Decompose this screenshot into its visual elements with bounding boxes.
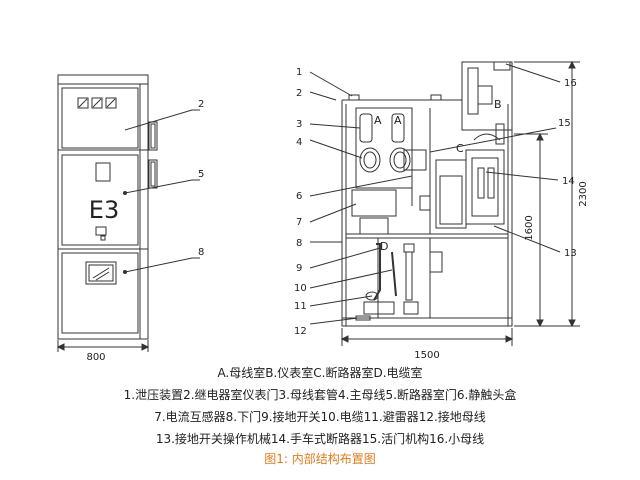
- front-leader-lines: [124, 109, 200, 273]
- front-width-label: 800: [86, 352, 105, 363]
- front-view-cabinet: [57, 74, 149, 340]
- chamber-label-c: C: [456, 142, 464, 155]
- front-callout-8: 8: [198, 247, 204, 258]
- side-callout-15: 15: [558, 118, 571, 129]
- side-callout-10: 10: [294, 283, 307, 294]
- side-callout-14: 14: [562, 176, 575, 187]
- lower-door-window: [85, 261, 127, 285]
- height-2300-label: 2300: [578, 181, 589, 206]
- side-callout-2: 2: [296, 88, 302, 99]
- door-hinges: [148, 121, 158, 189]
- legend-line-1: A.母线室B.仪表室C.断路器室D.电缆室: [217, 366, 423, 380]
- figure-title: 图1: 内部结构布置图: [264, 452, 376, 466]
- side-left-leaders: [309, 71, 413, 325]
- meter-icons: [77, 97, 117, 109]
- legend-line-4: 13.接地开关操作机械14.手车式断路器15.活门机构16.小母线: [155, 432, 485, 446]
- legend-line-3: 7.电流互感器8.下门9.接地开关10.电缆11.避雷器12.接地母线: [154, 410, 486, 424]
- busbar-chamber: [351, 107, 427, 217]
- side-callout-4: 4: [296, 137, 302, 148]
- side-callout-13: 13: [564, 248, 577, 259]
- chamber-label-a-right: A: [394, 114, 402, 127]
- front-width-dimension: [56, 340, 150, 352]
- dimension-1500: [340, 328, 514, 346]
- cable-chamber: [355, 217, 443, 321]
- compartment-label-e3: E3: [89, 196, 119, 224]
- chamber-label-b: B: [494, 98, 502, 111]
- dimension-1600: [514, 132, 548, 328]
- side-callout-7: 7: [296, 217, 302, 228]
- front-callout-2: 2: [198, 99, 204, 110]
- legend-line-2: 1.泄压装置2.继电器室仪表门3.母线套管4.主母线5.断路器室门6.静触头盒: [123, 388, 517, 402]
- dimension-2300: [514, 60, 580, 328]
- side-callout-8: 8: [296, 238, 302, 249]
- chamber-label-d: D: [380, 240, 388, 253]
- chamber-label-a-left: A: [374, 114, 382, 127]
- front-callout-5: 5: [198, 169, 204, 180]
- side-view-cabinet: [341, 61, 513, 327]
- side-callout-12: 12: [294, 326, 307, 337]
- side-callout-6: 6: [296, 191, 302, 202]
- side-callout-11: 11: [294, 301, 307, 312]
- side-callout-1: 1: [296, 67, 302, 78]
- side-right-leaders: [429, 63, 561, 253]
- side-callout-3: 3: [296, 119, 302, 130]
- side-callout-9: 9: [296, 263, 302, 274]
- breaker-chamber: [419, 108, 505, 234]
- side-callout-16: 16: [564, 78, 577, 89]
- side-width-label: 1500: [414, 350, 439, 361]
- height-1600-label: 1600: [524, 215, 535, 240]
